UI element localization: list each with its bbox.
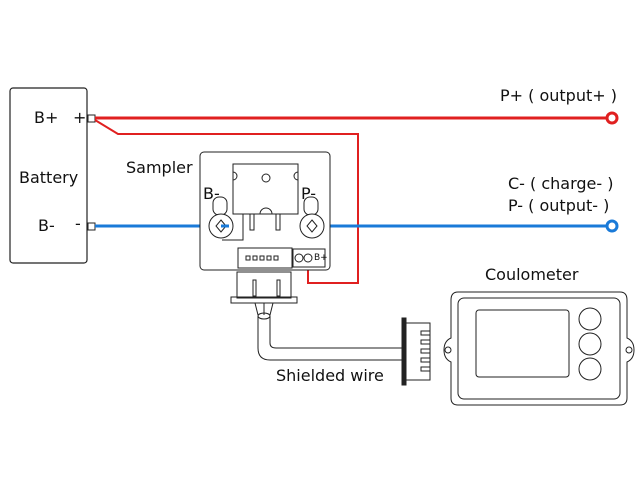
- battery-minus-sign: -: [75, 214, 81, 233]
- coulometer: [443, 291, 635, 406]
- battery-box: [9, 87, 88, 264]
- positive-output-label: P+ ( output+ ): [500, 86, 617, 105]
- coulometer-plug: [401, 317, 431, 386]
- coulometer-title: Coulometer: [485, 265, 579, 284]
- battery-plus-sign: +: [73, 108, 87, 127]
- battery-plus-terminal: [87, 114, 96, 123]
- sampler-bplus-pin-label: B+: [314, 253, 328, 263]
- shielded-wire-label: Shielded wire: [276, 366, 384, 385]
- battery-minus-terminal: [87, 222, 96, 231]
- sampler-b-minus-label: B-: [203, 184, 220, 203]
- charge-negative-label: C- ( charge- ): [508, 174, 614, 193]
- sampler-bplus-wire: [94, 119, 359, 284]
- sampler-module: [199, 151, 402, 361]
- battery-plus-label: B+: [34, 108, 59, 127]
- output-negative-label: P- ( output- ): [508, 196, 610, 215]
- negative-output-terminal: [605, 219, 619, 233]
- positive-output-terminal: [605, 111, 619, 125]
- sampler-title: Sampler: [126, 158, 193, 177]
- battery-title: Battery: [19, 168, 79, 187]
- sampler-p-minus-label: P-: [301, 184, 317, 203]
- battery-minus-label: B-: [38, 216, 55, 235]
